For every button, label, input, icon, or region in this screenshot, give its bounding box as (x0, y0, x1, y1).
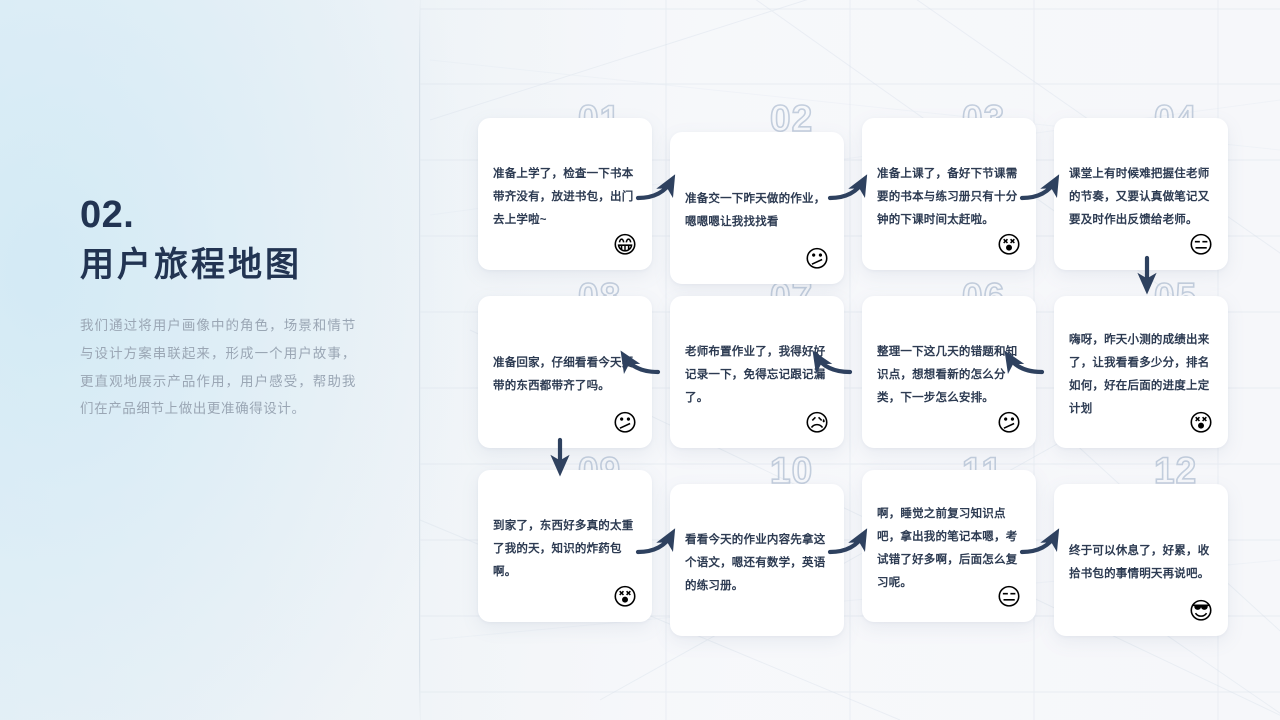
confused-face-emoji: 😕 (804, 245, 830, 273)
confused-face-emoji: 😕 (996, 409, 1022, 437)
card-text-01: 准备上学了，检查一下书本带齐没有，放进书包，出门去上学啦~ (493, 167, 634, 226)
card-text-08: 准备回家，仔细看看今天要带的东西都带齐了吗。 (493, 357, 634, 392)
background-seam-left (419, 0, 420, 720)
journey-card-07[interactable]: 老师布置作业了，我得好好记录一下，免得忘记跟记漏了。 😥 (670, 296, 844, 448)
dizzy-face-emoji: 😵 (612, 583, 638, 611)
journey-card-10[interactable]: 看看今天的作业内容先拿这个语文，嗯还有数学，英语的练习册。 (670, 484, 844, 636)
sunglasses-face-emoji: 😎 (1188, 597, 1214, 625)
dizzy-face-emoji: 😵 (996, 231, 1022, 259)
expressionless-face-emoji: 😑 (996, 583, 1022, 611)
background-left-glow (0, 0, 480, 720)
card-text-12: 终于可以休息了，好累，收拾书包的事情明天再说吧。 (1069, 545, 1210, 580)
journey-card-02[interactable]: 准备交一下昨天做的作业，嗯嗯嗯让我找找看 😕 (670, 132, 844, 284)
section-intro-panel: 02. 用户旅程地图 我们通过将用户画像中的角色，场景和情节与设计方案串联起来，… (80, 194, 370, 423)
card-text-05: 嗨呀，昨天小测的成绩出来了，让我看看多少分，排名如何，好在后面的进度上定计划 (1069, 334, 1210, 415)
card-text-04: 课堂上有时候难把握住老师的节奏，又要认真做笔记又要及时作出反馈给老师。 (1069, 167, 1210, 226)
confused-face-emoji: 😕 (612, 409, 638, 437)
card-text-03: 准备上课了，备好下节课需要的书本与练习册只有十分钟的下课时间太赶啦。 (877, 167, 1018, 226)
card-text-10: 看看今天的作业内容先拿这个语文，嗯还有数学，英语的练习册。 (685, 533, 826, 592)
card-text-06: 整理一下这几天的错题和知识点，想想看新的怎么分类，下一步怎么安排。 (877, 345, 1018, 404)
worried-face-emoji: 😥 (804, 409, 830, 437)
arrow-01-to-02 (635, 174, 676, 201)
journey-card-05[interactable]: 嗨呀，昨天小测的成绩出来了，让我看看多少分，排名如何，好在后面的进度上定计划 😵 (1054, 296, 1228, 448)
expressionless-face-emoji: 😑 (1188, 231, 1214, 259)
page-title: 用户旅程地图 (80, 245, 302, 284)
card-text-09: 到家了，东西好多真的太重了我的天，知识的炸药包啊。 (493, 519, 634, 578)
journey-card-01[interactable]: 准备上学了，检查一下书本带齐没有，放进书包，出门去上学啦~ 😁 (478, 118, 652, 270)
journey-card-11[interactable]: 啊，睡觉之前复习知识点吧，拿出我的笔记本嗯，考试错了好多啊，后面怎么复习呢。 😑 (862, 470, 1036, 622)
journey-card-09[interactable]: 到家了，东西好多真的太重了我的天，知识的炸药包啊。 😵 (478, 470, 652, 622)
dizzy-face-emoji: 😵 (1188, 409, 1214, 437)
grinning-face-emoji: 😁 (612, 231, 638, 259)
card-text-11: 啊，睡觉之前复习知识点吧，拿出我的笔记本嗯，考试错了好多啊，后面怎么复习呢。 (877, 508, 1018, 589)
card-text-07: 老师布置作业了，我得好好记录一下，免得忘记跟记漏了。 (685, 345, 826, 404)
section-description: 我们通过将用户画像中的角色，场景和情节与设计方案串联起来，形成一个用户故事，更直… (80, 318, 356, 417)
journey-card-12[interactable]: 终于可以休息了，好累，收拾书包的事情明天再说吧。 😎 (1054, 484, 1228, 636)
journey-card-03[interactable]: 准备上课了，备好下节课需要的书本与练习册只有十分钟的下课时间太赶啦。 😵 (862, 118, 1036, 270)
card-text-02: 准备交一下昨天做的作业，嗯嗯嗯让我找找看 (685, 193, 826, 228)
journey-card-04[interactable]: 课堂上有时候难把握住老师的节奏，又要认真做笔记又要及时作出反馈给老师。 😑 (1054, 118, 1228, 270)
section-number: 02. (80, 194, 135, 236)
